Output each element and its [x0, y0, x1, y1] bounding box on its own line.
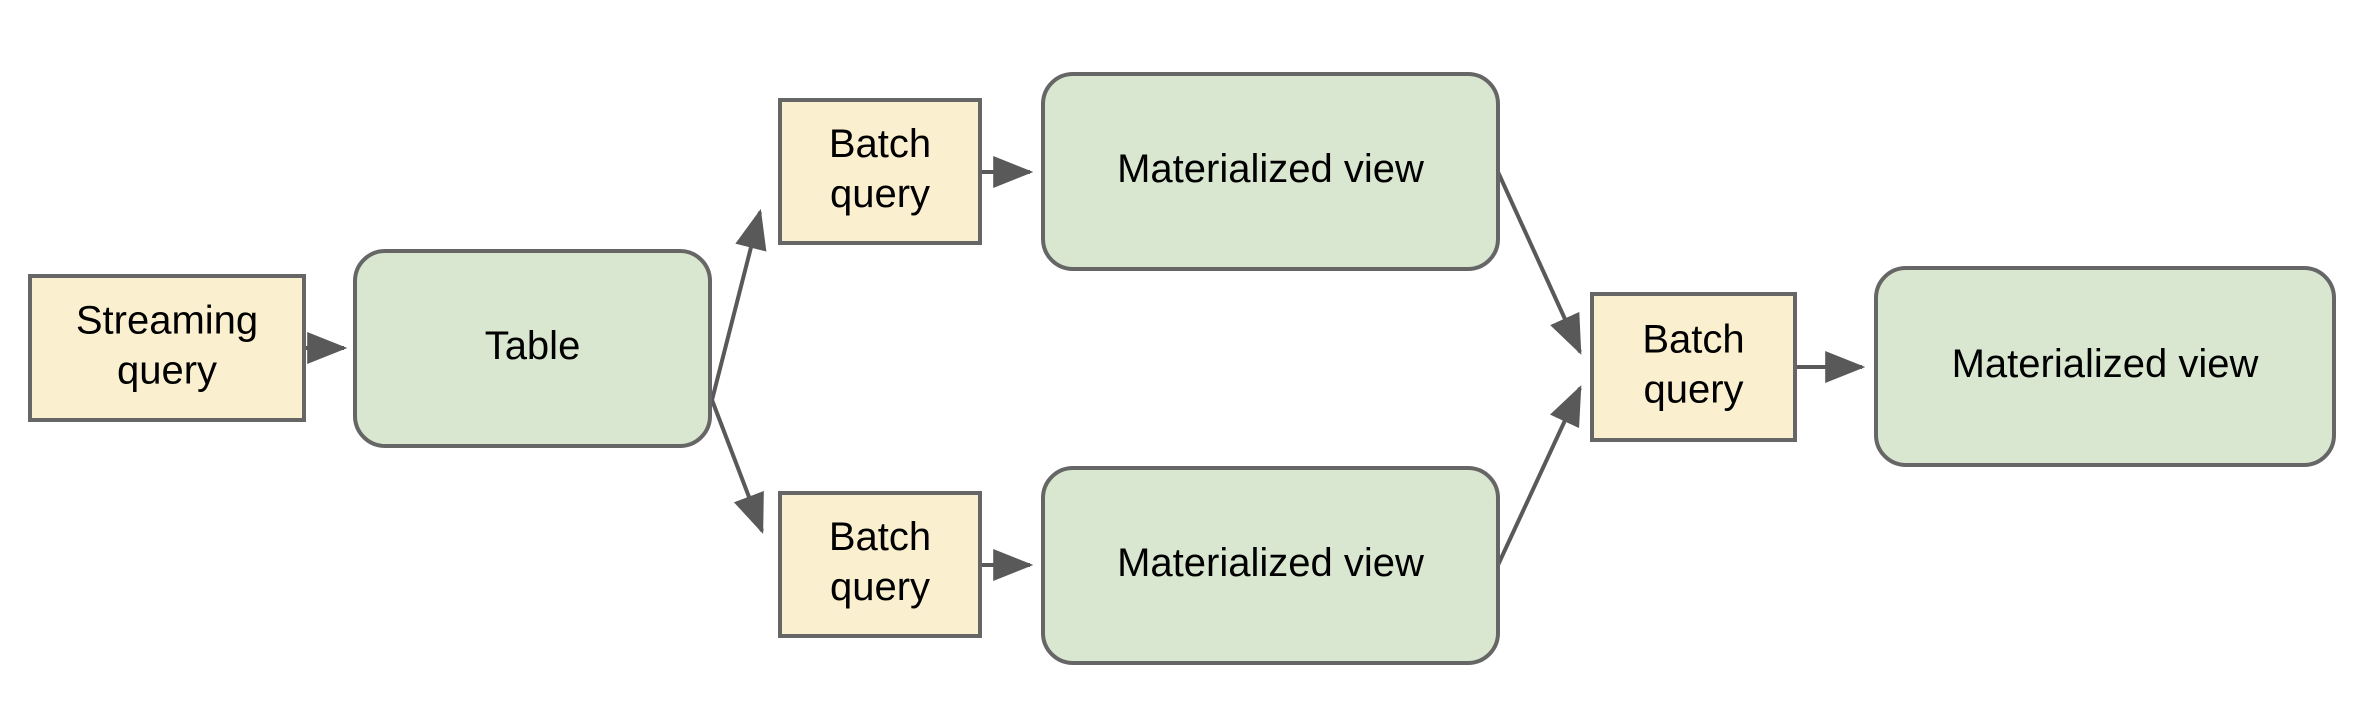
edges-layer: [306, 156, 1866, 581]
node-shape-streaming-query[interactable]: [28, 274, 306, 422]
node-materialized-view-bottom[interactable]: Materialized view: [1041, 466, 1500, 665]
node-shape-batch-query-bottom[interactable]: [778, 491, 982, 638]
node-shape-batch-query-merge[interactable]: [1590, 292, 1797, 442]
edge-table-to-batch-top: [710, 208, 767, 401]
edge-mv-top-to-batch-merge: [1496, 171, 1582, 355]
node-shape-materialized-view-bottom[interactable]: [1041, 466, 1500, 665]
edge-mv-bottom-to-batch-merge: [1496, 385, 1582, 566]
edge-table-to-batch-bottom: [710, 399, 764, 534]
node-shape-batch-query-top[interactable]: [778, 98, 982, 245]
node-shape-table[interactable]: [353, 249, 712, 448]
node-materialized-view-final[interactable]: Materialized view: [1874, 266, 2336, 467]
node-shape-materialized-view-final[interactable]: [1874, 266, 2336, 467]
node-table[interactable]: Table: [353, 249, 712, 448]
node-shape-materialized-view-top[interactable]: [1041, 72, 1500, 271]
node-materialized-view-top[interactable]: Materialized view: [1041, 72, 1500, 271]
nodes-layer: StreamingqueryTableBatchqueryMaterialize…: [28, 72, 2336, 665]
